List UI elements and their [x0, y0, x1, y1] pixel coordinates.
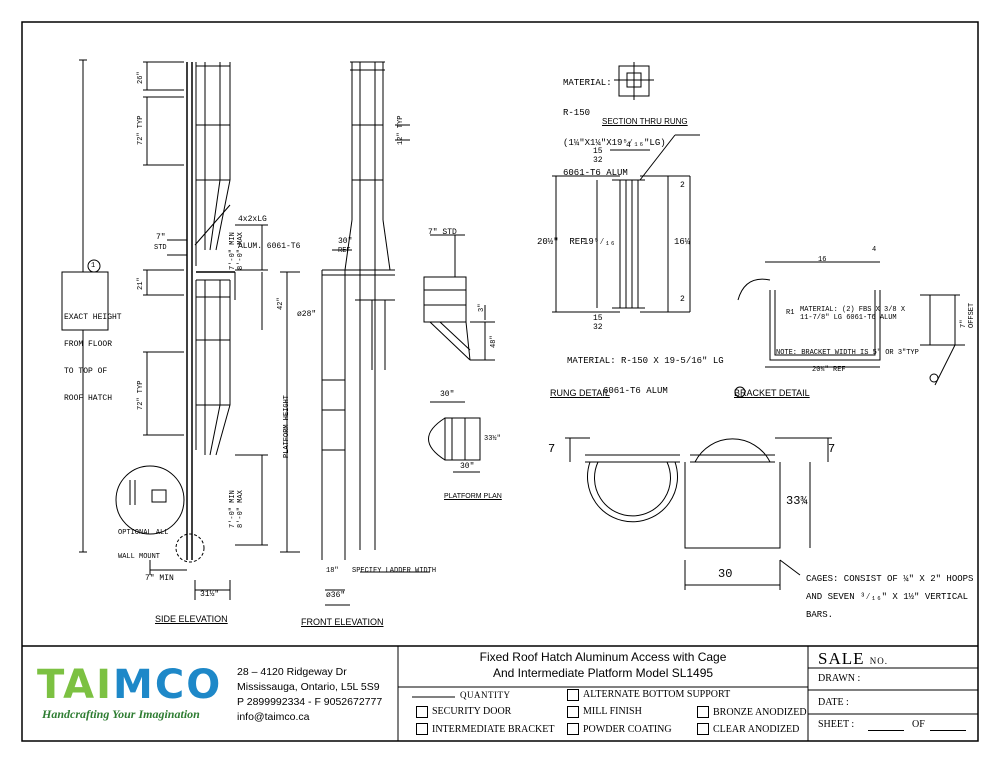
rung-detail-caption: RUNG DETAIL — [550, 388, 610, 398]
bronze-anodized-label: BRONZE ANODIZED — [713, 707, 807, 718]
security-door-label: SECURITY DOOR — [432, 706, 512, 717]
side-elevation — [61, 59, 300, 600]
sheet-label: SHEET : — [818, 719, 855, 730]
bracket-4: 4 — [872, 246, 877, 254]
dim-min-max-lower: 7'-0" MIN 8'-0" MAX — [229, 490, 245, 528]
platform-plan-caption: PLATFORM PLAN — [444, 493, 502, 500]
rung-16-1-4: 16¼ — [674, 237, 691, 247]
dim-7-std: 7" — [156, 233, 166, 242]
dim-31-5: 31½" — [200, 590, 220, 599]
callout-number: 1 — [91, 262, 96, 270]
rung-4: 4 — [626, 141, 631, 150]
sheet-total-field[interactable] — [930, 730, 966, 731]
company-address: 28 – 4120 Ridgeway Dr Mississauga, Ontar… — [237, 666, 383, 723]
dim-26: 26" — [137, 71, 145, 84]
dim-3: 3" — [478, 303, 486, 312]
taimco-logo: TAIMCO — [37, 662, 223, 708]
alum-tube-note: 4x2xLG ALUM. 6061-T6 — [238, 215, 301, 251]
rung-15-32-top: 15 32 — [593, 147, 603, 165]
exact-height-note: EXACT HEIGHT FROM FLOOR TO TOP OF ROOF H… — [64, 313, 122, 403]
specify-ladder-width: SPECIFY LADDER WIDTH — [352, 567, 437, 575]
rung-detail — [552, 134, 700, 313]
rung-19-5-16: 19⁵⁄₁₆ — [583, 237, 616, 247]
dim-12-typ: 12" TYP — [397, 115, 405, 145]
bracket-detail — [734, 261, 965, 398]
platform-detail — [423, 234, 495, 473]
mill-finish-checkbox[interactable] — [567, 706, 579, 718]
front-elevation-caption: FRONT ELEVATION — [301, 617, 384, 627]
rung-material-block: MATERIAL: R-150 (1¼"X1¼"X19⁵⁄₁₆"LG) 6061… — [563, 78, 666, 178]
std-label: STD — [154, 244, 167, 252]
mill-finish-label: MILL FINISH — [583, 706, 642, 717]
dim-72-typ-lower: 72" TYP — [137, 380, 145, 410]
drawn-label: DRAWN : — [818, 673, 861, 684]
alternate-bottom-support-checkbox[interactable] — [567, 689, 579, 701]
dim-30-ref: 30" — [338, 237, 353, 246]
cage-note: CAGES: CONSIST OF ¼" X 2" HOOPS AND SEVE… — [806, 574, 974, 620]
bronze-anodized-checkbox[interactable] — [697, 706, 709, 718]
rung-2-bottom: 2 — [680, 295, 685, 304]
dim-72-typ-upper: 72" TYP — [137, 115, 145, 145]
intermediate-bracket-checkbox[interactable] — [416, 723, 428, 735]
dia-28: ø28" — [297, 310, 317, 319]
clear-anodized-label: CLEAR ANODIZED — [713, 724, 800, 735]
cage-plan — [565, 437, 832, 590]
plan-dim-33-5: 33½" — [484, 435, 501, 443]
rung-20-5-ref: 20½" REF — [537, 237, 586, 247]
optional-mount-note: OPTIONAL ALL WALL MOUNT — [118, 529, 169, 561]
dim-7-min: 7" MIN — [145, 574, 174, 583]
bracket-detail-caption: BRACKET DETAIL — [734, 388, 810, 398]
bracket-material: MATERIAL: (2) FBS X 3/8 X 11-7/8" LG 606… — [800, 306, 906, 322]
platform-7-std: 7" STD — [428, 228, 457, 237]
of-label: OF — [912, 719, 925, 730]
sale-label: SALE NO. — [818, 649, 888, 668]
sheet-number-field[interactable] — [868, 730, 904, 731]
powder-coating-checkbox[interactable] — [567, 723, 579, 735]
dim-min-max-upper: 7'-0" MIN 8'-0" MAX — [229, 232, 245, 270]
section-thru-rung — [614, 62, 654, 100]
section-thru-rung-caption: SECTION THRU RUNG — [602, 117, 688, 126]
intermediate-bracket-label: INTERMEDIATE BRACKET — [432, 724, 555, 735]
drawing-title: Fixed Roof Hatch Aluminum Access with Ca… — [479, 650, 727, 680]
dim-21: 21" — [137, 277, 145, 290]
cage-dim-7-right: 7 — [828, 442, 836, 456]
side-elevation-caption: SIDE ELEVATION — [155, 614, 228, 624]
cage-dim-33-3-4: 33¾ — [786, 494, 808, 508]
dim-42: 42" — [277, 297, 285, 310]
security-door-checkbox[interactable] — [416, 706, 428, 718]
company-tagline: Handcrafting Your Imagination — [42, 707, 200, 721]
dim-18: 18" — [326, 567, 339, 575]
quantity-label: QUANTITY — [460, 690, 511, 700]
platform-height-label: PLATFORM HEIGHT — [283, 394, 291, 458]
front-elevation — [321, 61, 430, 606]
cage-dim-30: 30 — [718, 567, 733, 581]
plan-dim-30-top: 30" — [440, 390, 455, 399]
ref-label: REF — [338, 247, 351, 255]
rung-15-32-bottom: 15 32 — [593, 314, 603, 332]
powder-coating-label: POWDER COATING — [583, 724, 672, 735]
bracket-ref: 20¼" REF — [812, 366, 846, 374]
bracket-offset: 7" OFFSET — [960, 302, 976, 328]
drawing-border — [21, 21, 979, 742]
bracket-note: NOTE: BRACKET WIDTH IS 5" OR 3"TYP — [776, 349, 919, 357]
alternate-bottom-support-label: ALTERNATE BOTTOM SUPPORT — [583, 689, 731, 700]
cage-dim-7-left: 7 — [548, 442, 556, 456]
date-label: DATE : — [818, 697, 849, 708]
plan-dim-30-bottom: 30" — [460, 462, 475, 471]
dia-36: ø36" — [326, 591, 346, 600]
clear-anodized-checkbox[interactable] — [697, 723, 709, 735]
bracket-r1: R1 — [786, 309, 795, 317]
rung-material: MATERIAL: R-150 X 19-5/16" LG 6061-T6 AL… — [567, 356, 724, 396]
bracket-16: 16 — [818, 256, 827, 264]
rung-2-top: 2 — [680, 181, 685, 190]
dim-48: 48" — [490, 335, 498, 348]
